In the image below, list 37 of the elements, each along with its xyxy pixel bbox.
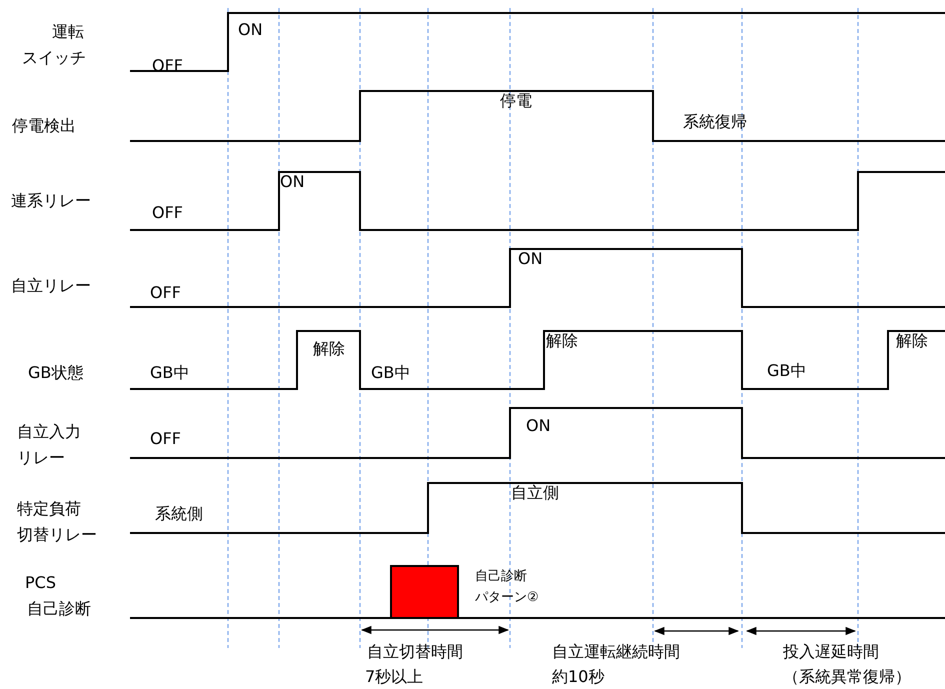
signal-name: 連系リレー: [11, 191, 91, 210]
signal-name: 特定負荷: [17, 499, 81, 518]
state-label: ON: [238, 20, 263, 39]
signal-name: GB状態: [28, 363, 84, 382]
signal-name: 自立リレー: [11, 276, 91, 295]
state-label: 解除: [896, 331, 928, 350]
duration-label: 7秒以上: [365, 667, 424, 686]
state-label: 系統復帰: [683, 112, 747, 131]
signal-name: 自立入力: [17, 422, 81, 441]
duration-label: 投入遅延時間: [783, 642, 879, 661]
state-label: 解除: [313, 339, 345, 358]
state-label: ON: [518, 249, 543, 268]
state-label: GB中: [371, 363, 410, 382]
signal-name: 停電検出: [12, 116, 76, 135]
state-label: 自立側: [511, 483, 559, 502]
signal-name: リレー: [17, 448, 65, 467]
state-label: 停電: [500, 91, 532, 110]
duration-label: （系統異常復帰）: [783, 667, 911, 686]
signal-name: PCS: [25, 573, 56, 592]
state-label: GB中: [767, 361, 806, 380]
state-label: ON: [526, 416, 551, 435]
state-label: OFF: [150, 283, 181, 302]
state-label: 系統側: [155, 504, 203, 523]
signal-name: 自己診断: [27, 599, 91, 618]
state-label: OFF: [152, 203, 183, 222]
duration-label: 約10秒: [552, 667, 604, 686]
note-text: 自己診断: [475, 569, 527, 585]
state-label: OFF: [150, 429, 181, 448]
note-text: パターン②: [475, 590, 539, 606]
duration-label: 自立切替時間: [367, 642, 463, 661]
state-label: GB中: [150, 363, 190, 382]
signal-name: スイッチ: [22, 48, 86, 67]
state-label: 解除: [546, 331, 578, 350]
signal-name: 切替リレー: [17, 525, 97, 544]
signal-name: 運転: [52, 22, 84, 41]
duration-label: 自立運転継続時間: [552, 642, 680, 661]
state-label: ON: [280, 172, 305, 191]
